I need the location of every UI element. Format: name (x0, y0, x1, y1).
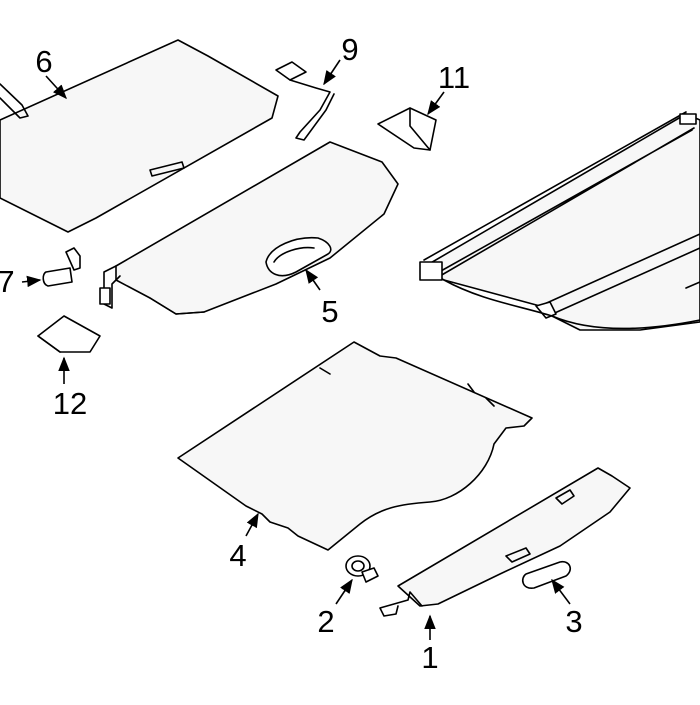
part-7-retainer-pin[interactable] (42, 247, 81, 287)
part-5-package-tray[interactable] (99, 141, 399, 315)
leader-lines (21, 59, 571, 640)
leader-4 (245, 512, 259, 537)
leader-7 (21, 275, 42, 288)
callout-labels: 6 9 11 7 5 12 4 2 3 1 (0, 32, 583, 675)
callout-7: 7 (0, 264, 15, 299)
leader-11 (427, 91, 445, 116)
leader-5 (305, 268, 321, 291)
leader-3 (551, 578, 571, 605)
callout-12: 12 (53, 386, 87, 421)
part-11-trim-block[interactable] (377, 107, 437, 151)
leader-6 (45, 75, 67, 100)
callout-11: 11 (438, 60, 470, 95)
leader-2 (335, 578, 353, 605)
part-3-cap[interactable] (521, 560, 572, 589)
part-12-trim-block[interactable] (37, 315, 101, 353)
part-4-cargo-mat[interactable] (177, 341, 533, 551)
callout-9: 9 (341, 32, 358, 67)
leader-9 (323, 59, 341, 86)
part-6-cargo-floor-board[interactable] (0, 39, 279, 233)
callout-3: 3 (565, 604, 582, 639)
part-1-sill-plate[interactable] (379, 467, 631, 617)
callout-6: 6 (35, 44, 52, 79)
cargo-cover-roller[interactable] (419, 111, 700, 331)
callout-2: 2 (317, 604, 334, 639)
callout-5: 5 (321, 294, 338, 329)
callout-4: 4 (229, 538, 246, 573)
part-2-push-clip[interactable] (345, 555, 379, 583)
part-9-strap[interactable] (275, 61, 335, 141)
callout-1: 1 (421, 640, 438, 675)
